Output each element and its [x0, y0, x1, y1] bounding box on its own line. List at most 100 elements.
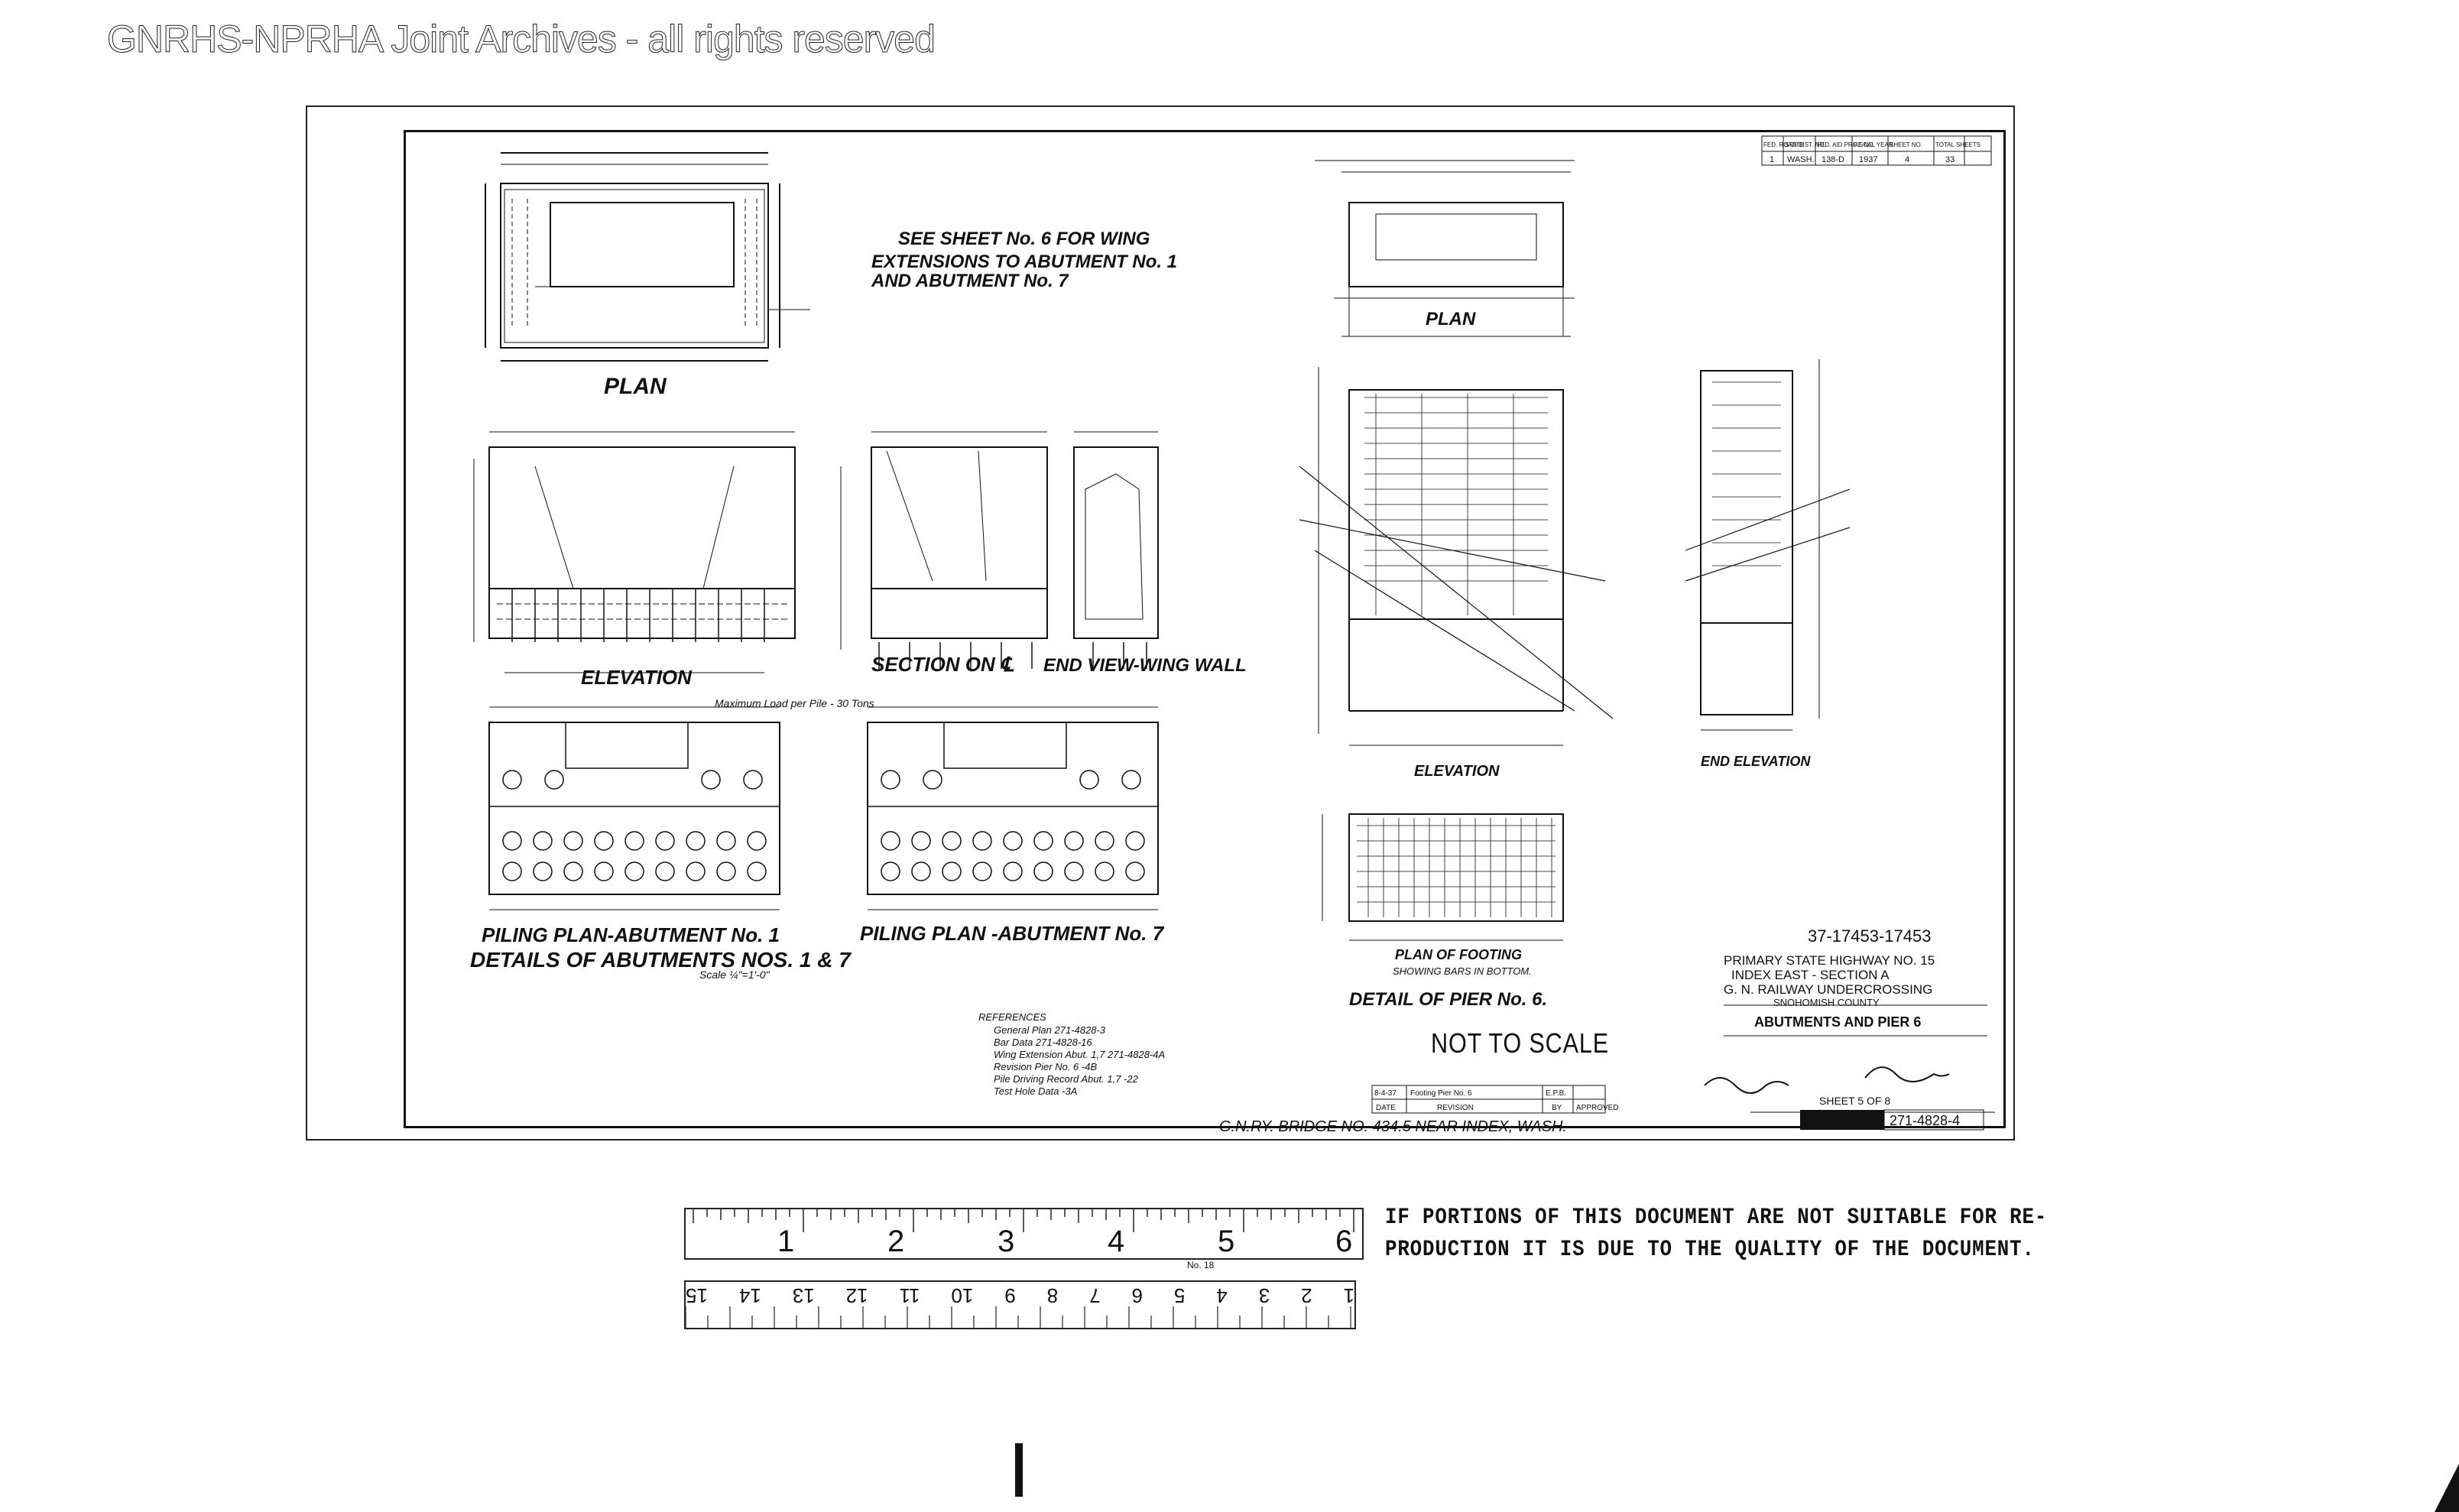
- ruler-cm-number: 12: [845, 1284, 868, 1307]
- ruler-cm-number: 7: [1089, 1284, 1101, 1307]
- ruler-cm-number: 5: [1173, 1284, 1186, 1307]
- route-header: SHEET NO.: [1890, 141, 1922, 148]
- title-undercrossing: G. N. RAILWAY UNDERCROSSING: [1724, 982, 1932, 997]
- title-drawing-no: 271-4828-4: [1890, 1113, 1960, 1128]
- bridge-line: G.N.RY. BRIDGE NO. 434.5 NEAR INDEX, WAS…: [1219, 1118, 1567, 1135]
- reference-item: Wing Extension Abut. 1,7 271-4828-4A: [994, 1049, 1165, 1060]
- ruler-cm-number: 3: [1258, 1284, 1270, 1307]
- ruler-cm-number: 11: [899, 1284, 920, 1307]
- route-value: 33: [1945, 155, 1955, 164]
- reference-item: Pile Driving Record Abut. 1,7 -22: [994, 1073, 1139, 1085]
- drawing-sheet-border: [306, 105, 2015, 1140]
- references-heading: REFERENCES: [978, 1011, 1046, 1023]
- abutment-elevation-view: [473, 431, 796, 673]
- drawing-frame: [404, 130, 2006, 1128]
- abutment-plan-view: [485, 152, 810, 362]
- label-details-abutments: DETAILS OF ABUTMENTS NOS. 1 & 7: [470, 948, 852, 972]
- not-to-scale-label: NOT TO SCALE: [1431, 1027, 1609, 1059]
- ruler-inches: 1 2 3 4 5 6: [684, 1208, 1364, 1260]
- ruler-number: 4: [1108, 1225, 1125, 1258]
- plan-of-footing-view: [1322, 813, 1564, 941]
- label-elevation-abutment: ELEVATION: [581, 666, 693, 689]
- section-view: [840, 431, 1048, 669]
- reference-item: Bar Data 271-4828-16: [994, 1037, 1092, 1048]
- ruler-cm-number: 2: [1301, 1284, 1312, 1307]
- label-piling-plan-7: PILING PLAN -ABUTMENT No. 7: [860, 922, 1165, 945]
- ruler-cm-number: 9: [1004, 1284, 1016, 1307]
- label-end-elevation: END ELEVATION: [1701, 754, 1811, 769]
- drawing-number-range: 37-17453-17453: [1808, 926, 1931, 946]
- scan-artifact-mark: [1015, 1443, 1023, 1497]
- label-section: SECTION ON ℄: [871, 653, 1014, 676]
- route-header: FISCAL YEAR: [1854, 141, 1893, 148]
- label-plan-abutment: PLAN: [604, 374, 667, 399]
- title-section: INDEX EAST - SECTION A: [1731, 968, 1890, 982]
- reference-item: General Plan 271-4828-3: [994, 1024, 1106, 1036]
- pier-plan-view: [1341, 171, 1571, 337]
- repro-line-1: IF PORTIONS OF THIS DOCUMENT ARE NOT SUI…: [1385, 1205, 2048, 1231]
- ruler-cm-number: 6: [1131, 1284, 1143, 1307]
- ruler-cm-number: 15: [686, 1284, 708, 1307]
- note-line-2: EXTENSIONS TO ABUTMENT No. 1: [871, 251, 1177, 272]
- route-table: FED. ROAD DIST. NO. STATE FED. AID PROJ.…: [1763, 141, 1981, 164]
- signature-marks: [1704, 1066, 1950, 1094]
- label-plan-pier: PLAN: [1426, 309, 1476, 329]
- ruler-label: No. 18: [1187, 1260, 1215, 1270]
- title-sheet: SHEET 5 OF 8: [1819, 1095, 1890, 1107]
- references-block: REFERENCES General Plan 271-4828-3 Bar D…: [978, 1011, 1165, 1097]
- revision-block: 8-4-37 Footing Pier No. 6 E.P.B. DATE RE…: [1374, 1089, 1619, 1112]
- archive-watermark: GNRHS-NPRHA Joint Archives - all rights …: [107, 18, 936, 61]
- revision-by: E.P.B.: [1546, 1089, 1566, 1098]
- ruler-cm-number: 1: [1343, 1284, 1354, 1307]
- repro-line-2: PRODUCTION IT IS DUE TO THE QUALITY OF T…: [1385, 1237, 2035, 1263]
- pier-end-elevation-view: [1685, 359, 1851, 731]
- route-value: 1937: [1859, 155, 1877, 164]
- ruler-cm-number: 13: [792, 1284, 815, 1307]
- piling-plan-abutment-1-view: [488, 706, 780, 910]
- ruler-centimeters: 1 2 3 4 5 6 7 8 9 10 11 12 13 14 15: [684, 1280, 1356, 1329]
- ruler-inches-ticks: [693, 1209, 1354, 1232]
- label-elevation-pier: ELEVATION: [1414, 763, 1500, 780]
- route-value: 1: [1770, 155, 1774, 164]
- reference-item: Revision Pier No. 6 -4B: [994, 1061, 1097, 1072]
- note-line-3: AND ABUTMENT No. 7: [871, 271, 1069, 291]
- ruler-cm-number: 4: [1216, 1284, 1228, 1307]
- title-county: SNOHOMISH COUNTY: [1773, 997, 1880, 1008]
- route-header: TOTAL SHEETS: [1935, 141, 1981, 148]
- revision-date: 8-4-37: [1374, 1089, 1397, 1098]
- ruler-number: 2: [887, 1225, 905, 1258]
- ruler-cm-numbers: 1 2 3 4 5 6 7 8 9 10 11 12 13 14 15: [686, 1283, 1354, 1307]
- route-table-frame: [1761, 135, 1992, 166]
- route-value: WASH.: [1787, 155, 1815, 164]
- label-max-load: Maximum Load per Pile - 30 Tons: [715, 697, 874, 709]
- route-value: 4: [1905, 155, 1909, 164]
- title-block: 37-17453-17453 PRIMARY STATE HIGHWAY NO.…: [1724, 926, 1960, 1128]
- route-header: STATE: [1785, 141, 1804, 148]
- ruler-cm-number: 14: [738, 1284, 761, 1307]
- label-scale: Scale ¼"=1'-0": [699, 969, 770, 981]
- ruler-number: 5: [1218, 1225, 1235, 1258]
- piling-plan-abutment-7-view: [867, 706, 1159, 910]
- label-piling-plan-1: PILING PLAN-ABUTMENT No. 1: [482, 923, 780, 946]
- note-line-1: SEE SHEET No. 6 FOR WING: [898, 229, 1150, 249]
- title-highway: PRIMARY STATE HIGHWAY NO. 15: [1724, 953, 1935, 968]
- ruler-cm-number: 8: [1046, 1284, 1059, 1307]
- pier-elevation-view: [1299, 367, 1614, 746]
- revision-text: Footing Pier No. 6: [1410, 1089, 1472, 1098]
- reference-item: Test Hole Data -3A: [994, 1085, 1077, 1097]
- wing-extension-note: SEE SHEET No. 6 FOR WING EXTENSIONS TO A…: [871, 229, 1177, 291]
- revision-header: BY: [1552, 1104, 1562, 1112]
- ruler-cm-ticks: [685, 1306, 1351, 1328]
- revision-block-frame: [1371, 1085, 1606, 1114]
- scan-corner-artifact: [2435, 1464, 2459, 1512]
- revision-header: REVISION: [1437, 1104, 1474, 1112]
- revision-header: DATE: [1376, 1104, 1396, 1112]
- label-detail-pier: DETAIL OF PIER No. 6.: [1349, 989, 1547, 1010]
- label-footing-sub: SHOWING BARS IN BOTTOM.: [1393, 965, 1532, 977]
- route-value: 138-D: [1822, 155, 1844, 164]
- ruler-number: 1: [777, 1225, 795, 1258]
- title-abutments-pier: ABUTMENTS AND PIER 6: [1754, 1014, 1921, 1030]
- route-header: FED. ROAD DIST. NO.: [1763, 141, 1826, 148]
- reproduction-notice: IF PORTIONS OF THIS DOCUMENT ARE NOT SUI…: [1385, 1202, 2047, 1266]
